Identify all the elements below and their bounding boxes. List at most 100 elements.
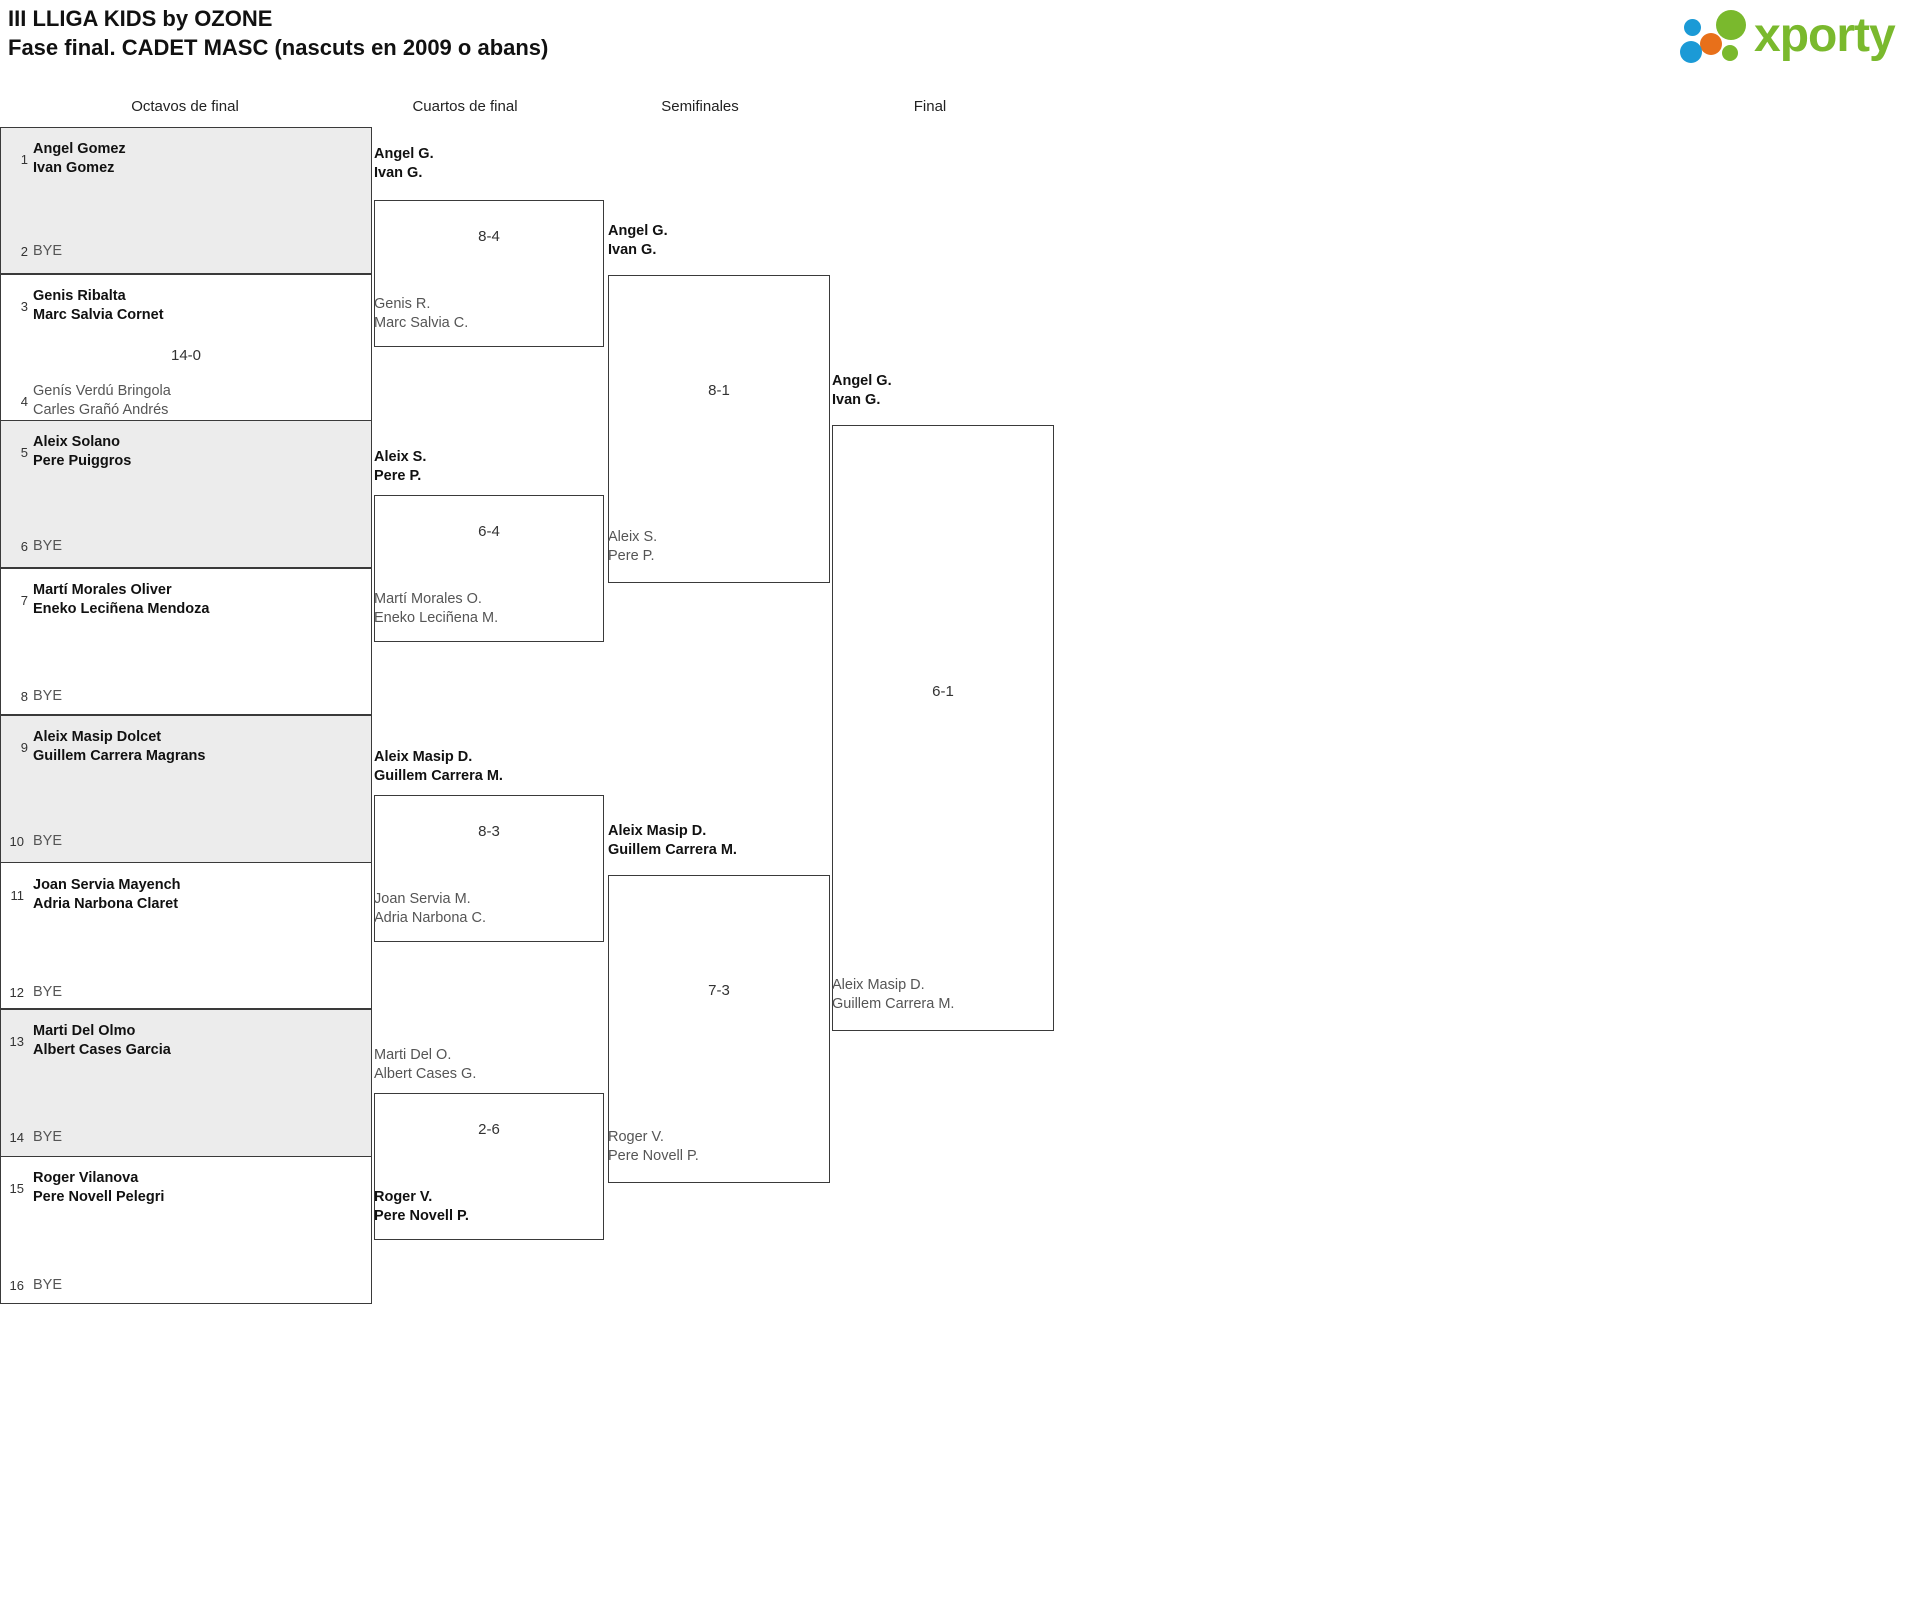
player-2: Adria Narbona Claret — [33, 896, 179, 912]
player-2: Pere Puiggros — [33, 453, 132, 469]
round1-band-1 — [0, 127, 372, 273]
tournament-title: III LLIGA KIDS by OZONE — [8, 6, 273, 31]
r2-match-2-bottom[interactable]: Martí Morales O. Eneko Leciñena M. — [374, 590, 498, 628]
r3-match-1-top[interactable]: Angel G. Ivan G. — [608, 222, 668, 260]
player-1: Martí Morales O. — [374, 591, 482, 607]
seed-number: 13 — [9, 1034, 24, 1049]
r3-match-1-bottom[interactable]: Aleix S. Pere P. — [608, 528, 657, 566]
r3-score-2: 7-3 — [708, 982, 730, 999]
r2-score-3: 8-3 — [478, 823, 500, 840]
r1-match-box-3[interactable] — [0, 420, 372, 568]
player-names: Roger V. Pere Novell P. — [608, 1128, 699, 1166]
round-header-final: Final — [913, 98, 947, 115]
r2-match-2-top[interactable]: Aleix S. Pere P. — [374, 448, 426, 486]
player-names: Roger V. Pere Novell P. — [374, 1188, 469, 1226]
player-1: Aleix Solano — [33, 434, 121, 450]
r2-match-box-3[interactable] — [374, 795, 604, 942]
player-1: Roger V. — [608, 1129, 664, 1145]
seed-number: 9 — [20, 740, 28, 755]
r1-match-box-1[interactable] — [0, 127, 372, 274]
player-2: Pere Novell Pelegri — [33, 1189, 165, 1205]
logo-wordmark: xporty — [1754, 9, 1896, 62]
seed-number: 16 — [9, 1278, 24, 1293]
player-2: Adria Narbona C. — [374, 910, 487, 926]
r2-match-1-top[interactable]: Angel G. Ivan G. — [374, 145, 434, 183]
player-1: Aleix S. — [374, 449, 427, 465]
r4-match-1-top[interactable]: Angel G. Ivan G. — [832, 372, 892, 410]
title-block: III LLIGA KIDS by OZONE Fase final. CADE… — [8, 4, 548, 62]
r2-match-3-top[interactable]: Aleix Masip D. Guillem Carrera M. — [374, 748, 503, 786]
player-2: Eneko Leciñena Mendoza — [33, 601, 210, 617]
r3-match-box-2[interactable] — [608, 875, 830, 1183]
player-1: Joan Servia M. — [374, 891, 471, 907]
player-2: Marc Salvia C. — [374, 315, 469, 331]
r1-match-box-6[interactable] — [0, 862, 372, 1009]
player-2: Guillem Carrera M. — [608, 842, 737, 858]
r2-match-box-4[interactable] — [374, 1093, 604, 1240]
seed-number: 6 — [20, 539, 28, 554]
player-1: Angel G. — [608, 223, 668, 239]
player-names: Genis R. Marc Salvia C. — [374, 295, 468, 333]
player-names: Marti Del O. Albert Cases G. — [374, 1046, 476, 1084]
r1-match-box-8[interactable] — [0, 1156, 372, 1304]
r2-score-1: 8-4 — [478, 228, 500, 245]
logo-dot-orange-icon — [1700, 33, 1722, 55]
player-names: Angel G. Ivan G. — [374, 145, 434, 183]
player-names: Roger Vilanova Pere Novell Pelegri — [33, 1169, 164, 1207]
r2-match-3-bottom[interactable]: Joan Servia M. Adria Narbona C. — [374, 890, 486, 928]
seed-number: 8 — [20, 689, 28, 704]
r3-score-1: 8-1 — [708, 382, 730, 399]
r2-match-box-1[interactable] — [374, 200, 604, 347]
player-2: Pere P. — [608, 548, 655, 564]
logo-dot-green-large-icon — [1716, 10, 1746, 40]
player-2: Albert Cases G. — [374, 1066, 477, 1082]
player-1: Genis R. — [374, 296, 431, 312]
player-names: Martí Morales Oliver Eneko Leciñena Mend… — [33, 581, 209, 619]
r2-match-box-2[interactable] — [374, 495, 604, 642]
player-1: Angel G. — [374, 146, 434, 162]
r4-match-box-1[interactable] — [832, 425, 1054, 1031]
player-2: Albert Cases Garcia — [33, 1042, 171, 1058]
logo-dot-blue-large-icon — [1680, 41, 1702, 63]
r4-score-1: 6-1 — [932, 683, 954, 700]
player-1: Aleix S. — [608, 529, 658, 545]
player-1: Martí Morales Oliver — [33, 582, 172, 598]
r2-match-1-bottom[interactable]: Genis R. Marc Salvia C. — [374, 295, 468, 333]
player-2: Carles Grañó Andrés — [33, 402, 169, 418]
player-1: Joan Servia Mayench — [33, 877, 181, 893]
seed-number: 7 — [20, 593, 28, 608]
logo-dots-icon — [1676, 8, 1762, 64]
seed-number: 14 — [9, 1130, 24, 1145]
bye-label: BYE — [33, 833, 63, 849]
player-2: Marc Salvia Cornet — [33, 307, 164, 323]
player-2: Guillem Carrera M. — [374, 768, 503, 784]
player-names: Aleix S. Pere P. — [374, 448, 426, 486]
bye-label: BYE — [33, 688, 63, 704]
round-header-semifinales: Semifinales — [661, 98, 739, 115]
champion-names: Angel G. Ivan G. — [832, 372, 892, 410]
player-names: Genís Verdú Bringola Carles Grañó Andrés — [33, 382, 171, 420]
r3-match-2-bottom[interactable]: Roger V. Pere Novell P. — [608, 1128, 699, 1166]
r1-match-box-4[interactable] — [0, 568, 372, 715]
tournament-subtitle: Fase final. CADET MASC (nascuts en 2009 … — [8, 35, 549, 60]
player-names: Aleix Masip Dolcet Guillem Carrera Magra… — [33, 728, 205, 766]
logo-dot-blue-small-icon — [1684, 19, 1701, 36]
player-2: Ivan Gomez — [33, 160, 115, 176]
player-names: Aleix Masip D. Guillem Carrera M. — [832, 976, 954, 1014]
bye-label: BYE — [33, 1129, 63, 1145]
player-names: Aleix Masip D. Guillem Carrera M. — [608, 822, 737, 860]
r3-match-2-top[interactable]: Aleix Masip D. Guillem Carrera M. — [608, 822, 737, 860]
r2-match-4-top[interactable]: Marti Del O. Albert Cases G. — [374, 1046, 476, 1084]
seed-number: 10 — [9, 834, 24, 849]
player-names: Aleix S. Pere P. — [608, 528, 657, 566]
player-names: Joan Servia Mayench Adria Narbona Claret — [33, 876, 181, 914]
player-1: Marti Del O. — [374, 1047, 452, 1063]
seed-number: 1 — [20, 152, 28, 167]
r2-match-4-bottom[interactable]: Roger V. Pere Novell P. — [374, 1188, 469, 1226]
seed-number: 2 — [20, 244, 28, 259]
r1-score-2: 14-0 — [170, 347, 202, 364]
seed-number: 15 — [9, 1181, 24, 1196]
r4-match-1-bottom[interactable]: Aleix Masip D. Guillem Carrera M. — [832, 976, 954, 1014]
r3-match-box-1[interactable] — [608, 275, 830, 583]
